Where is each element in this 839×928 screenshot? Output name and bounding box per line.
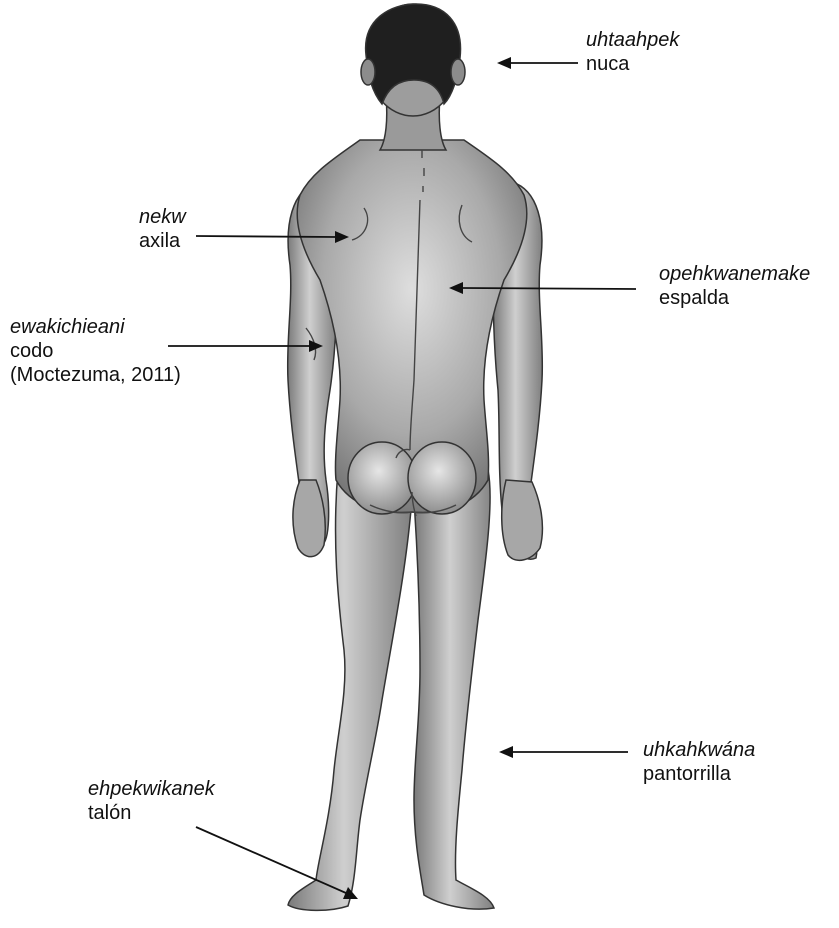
label-neck: uhtaahpek nuca <box>586 28 679 76</box>
label-armpit: nekw axila <box>139 205 186 253</box>
label-elbow-citation: (Moctezuma, 2011) <box>10 363 181 387</box>
label-elbow-term: ewakichieani <box>10 315 181 339</box>
right-glute <box>408 442 476 514</box>
right-ear <box>451 59 465 85</box>
body-figure <box>288 4 543 910</box>
label-neck-meaning: nuca <box>586 52 679 76</box>
left-glute <box>348 442 416 514</box>
left-hand <box>293 480 325 557</box>
label-calf: uhkahkwána pantorrilla <box>643 738 755 786</box>
label-neck-term: uhtaahpek <box>586 28 679 52</box>
arrow-calf <box>499 746 628 758</box>
label-back-meaning: espalda <box>659 286 810 310</box>
arrow-neck <box>497 57 578 69</box>
label-elbow: ewakichieani codo (Moctezuma, 2011) <box>10 315 181 387</box>
label-calf-meaning: pantorrilla <box>643 762 755 786</box>
label-back-term: opehkwanemake <box>659 262 810 286</box>
label-elbow-meaning: codo <box>10 339 181 363</box>
label-heel-term: ehpekwikanek <box>88 777 215 801</box>
label-armpit-meaning: axila <box>139 229 186 253</box>
label-heel: ehpekwikanek talón <box>88 777 215 825</box>
right-hand <box>502 480 543 560</box>
label-back: opehkwanemake espalda <box>659 262 810 310</box>
left-ear <box>361 59 375 85</box>
right-leg <box>414 470 494 909</box>
label-armpit-term: nekw <box>139 205 186 229</box>
label-heel-meaning: talón <box>88 801 215 825</box>
label-calf-term: uhkahkwána <box>643 738 755 762</box>
